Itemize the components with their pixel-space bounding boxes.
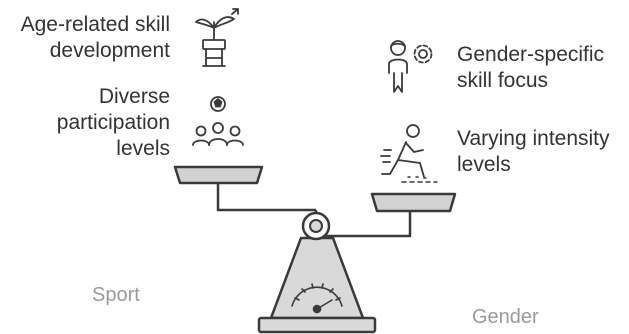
- gender-category-label: Gender: [472, 306, 539, 328]
- scale-stand: [257, 236, 377, 334]
- diverse-participation-label: Diverse participation levels: [56, 85, 170, 160]
- right-pan: [370, 192, 457, 213]
- gauge-icon: [291, 283, 343, 314]
- person-with-gear-icon: [388, 40, 433, 93]
- varying-intensity-label: Varying intensity levels: [457, 127, 610, 176]
- plant-growth-icon: [195, 8, 239, 67]
- sprinting-person-icon: [380, 124, 438, 183]
- age-related-skill-label: Age-related skill development: [20, 13, 170, 62]
- sport-category-label: Sport: [92, 284, 140, 306]
- group-with-ball-icon: [192, 96, 244, 146]
- scale-pivot: [301, 211, 331, 241]
- left-pan: [173, 165, 264, 185]
- gender-specific-skill-label: Gender-specific skill focus: [457, 43, 605, 92]
